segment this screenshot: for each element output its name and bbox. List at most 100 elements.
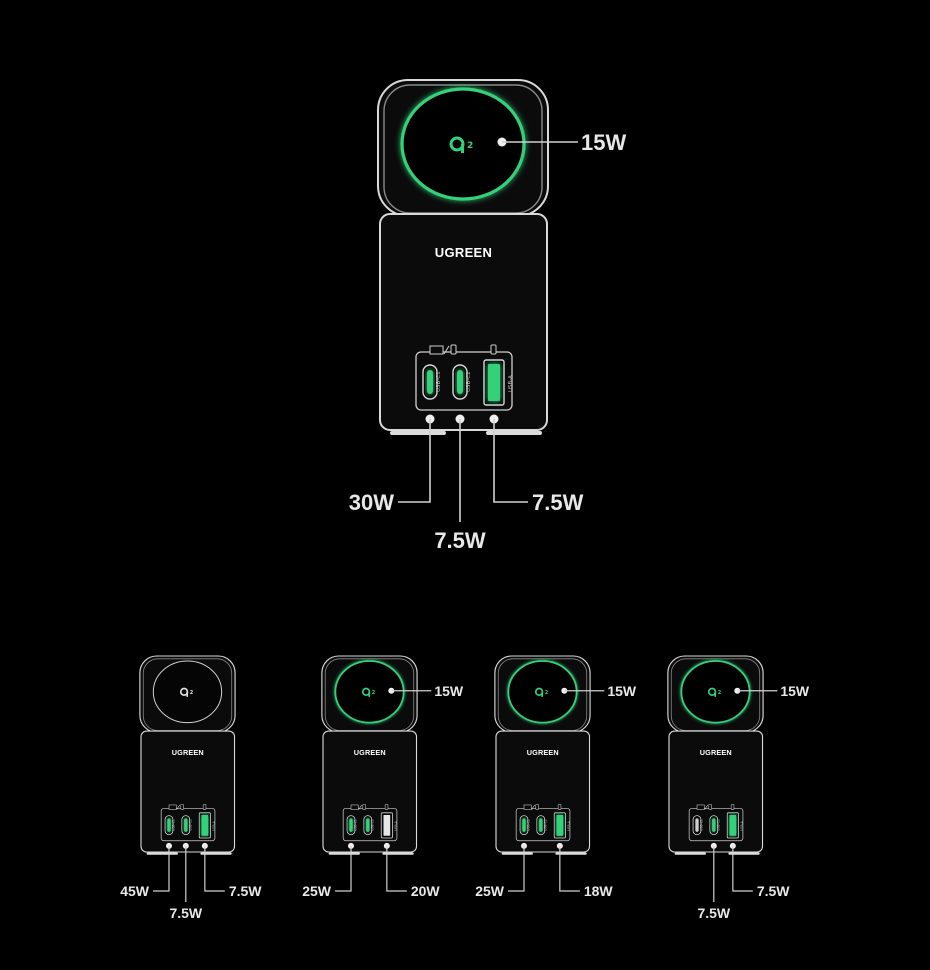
icon-separator (443, 345, 450, 355)
qi2-icon-tail (461, 144, 464, 153)
port-watt-label: 7.5W (532, 490, 584, 515)
phone-icon (202, 804, 207, 810)
laptop-icon (429, 345, 444, 355)
port-callout-line (204, 845, 225, 892)
brand-logo: UGREEN (700, 748, 732, 757)
port-watt-label: 20W (411, 883, 441, 899)
port-label-usb-c1: USB-C1 (527, 819, 531, 831)
port-panel (342, 807, 398, 842)
brand-logo: UGREEN (435, 245, 492, 260)
port-watt-label: 18W (584, 883, 614, 899)
port-watt-label: 7.5W (229, 883, 262, 899)
charger-body (322, 730, 418, 853)
usb-c1-port-tongue (695, 818, 699, 832)
qi2-icon-tail (368, 691, 371, 697)
qi2-icon-tail (186, 691, 189, 697)
usb-a-port-tongue (383, 815, 391, 836)
phone-icon (490, 344, 497, 355)
port-callout-line (493, 419, 528, 503)
port-callout-line (335, 845, 352, 892)
port-callout-line (386, 845, 407, 892)
port-callout-line (153, 845, 170, 892)
laptop-icon (696, 804, 705, 810)
port-watt-label: 30W (349, 490, 394, 515)
port-label-usb-c2: USB-C2 (466, 371, 472, 392)
wireless-watt-label: 15W (607, 683, 637, 699)
icon-separator (531, 804, 535, 810)
port-label-usb-c2: USB-C2 (370, 819, 374, 831)
charger-body (495, 730, 591, 853)
port-label-usb-a: USB-A (508, 375, 514, 392)
port-callout-line (732, 845, 753, 892)
laptop-icon (523, 804, 532, 810)
qi2-icon: 2 (707, 687, 722, 697)
port-callout-line (508, 845, 525, 892)
charger-foot-right (486, 431, 542, 435)
port-panel (415, 351, 513, 411)
port-label-usb-c2: USB-C2 (716, 819, 720, 831)
port-watt-label: 25W (475, 883, 505, 899)
charger-foot-right (728, 852, 760, 855)
charger-body (140, 730, 236, 853)
port-panel (688, 807, 744, 842)
phone-icon (362, 804, 366, 810)
laptop-icon (168, 804, 177, 810)
usb-c1-port-tongue (522, 818, 526, 832)
usb-a-port-tongue (201, 815, 209, 836)
port-label-usb-c2: USB-C2 (188, 819, 192, 831)
port-watt-label: 25W (302, 883, 332, 899)
charger-foot-left (674, 852, 706, 855)
port-label-usb-a: USB-A (212, 820, 216, 830)
phone-icon (180, 804, 184, 810)
charger-body (668, 730, 764, 853)
wireless-watt-label: 15W (434, 683, 464, 699)
port-label-usb-a: USB-A (740, 820, 744, 830)
port-watt-label: 7.5W (434, 528, 486, 553)
qi2-icon-digit: 2 (545, 690, 549, 696)
port-label-usb-c1: USB-C1 (354, 819, 358, 831)
port-label-usb-a: USB-A (567, 820, 571, 830)
usb-c2-port-tongue (712, 818, 716, 832)
qi2-icon-digit: 2 (718, 690, 722, 696)
charging-head-inner-rim (324, 658, 415, 731)
qi2-icon: 2 (179, 687, 194, 697)
qi2-icon-tail (714, 691, 717, 697)
port-panel (160, 807, 216, 842)
port-label-usb-a: USB-A (394, 820, 398, 830)
laptop-icon (350, 804, 359, 810)
port-callout-line (398, 419, 431, 503)
usb-c2-port-tongue (457, 370, 463, 394)
qi2-icon-tail (541, 691, 544, 697)
port-watt-label: 7.5W (697, 905, 730, 921)
usb-c2-port-tongue (184, 818, 188, 832)
qi2-icon: 2 (449, 136, 473, 153)
usb-a-port-tongue (488, 364, 500, 401)
charger-foot-right (555, 852, 587, 855)
qi2-icon: 2 (534, 687, 549, 697)
port-label-usb-c1: USB-C1 (172, 819, 176, 831)
port-panel (515, 807, 571, 842)
brand-logo: UGREEN (354, 748, 386, 757)
phone-icon (384, 804, 389, 810)
phone-icon (450, 344, 457, 355)
charger-body (379, 213, 548, 431)
callouts: 15W 25W 20W (302, 683, 464, 899)
icon-separator (176, 804, 180, 810)
charger-foot-left (146, 852, 178, 855)
brand-logo: UGREEN (172, 748, 204, 757)
phone-icon (730, 804, 735, 810)
phone-icon (557, 804, 562, 810)
port-watt-label: 45W (120, 883, 150, 899)
qi2-icon-digit: 2 (190, 690, 194, 696)
charger-foot-left (328, 852, 360, 855)
charging-head-inner-rim (142, 658, 233, 731)
